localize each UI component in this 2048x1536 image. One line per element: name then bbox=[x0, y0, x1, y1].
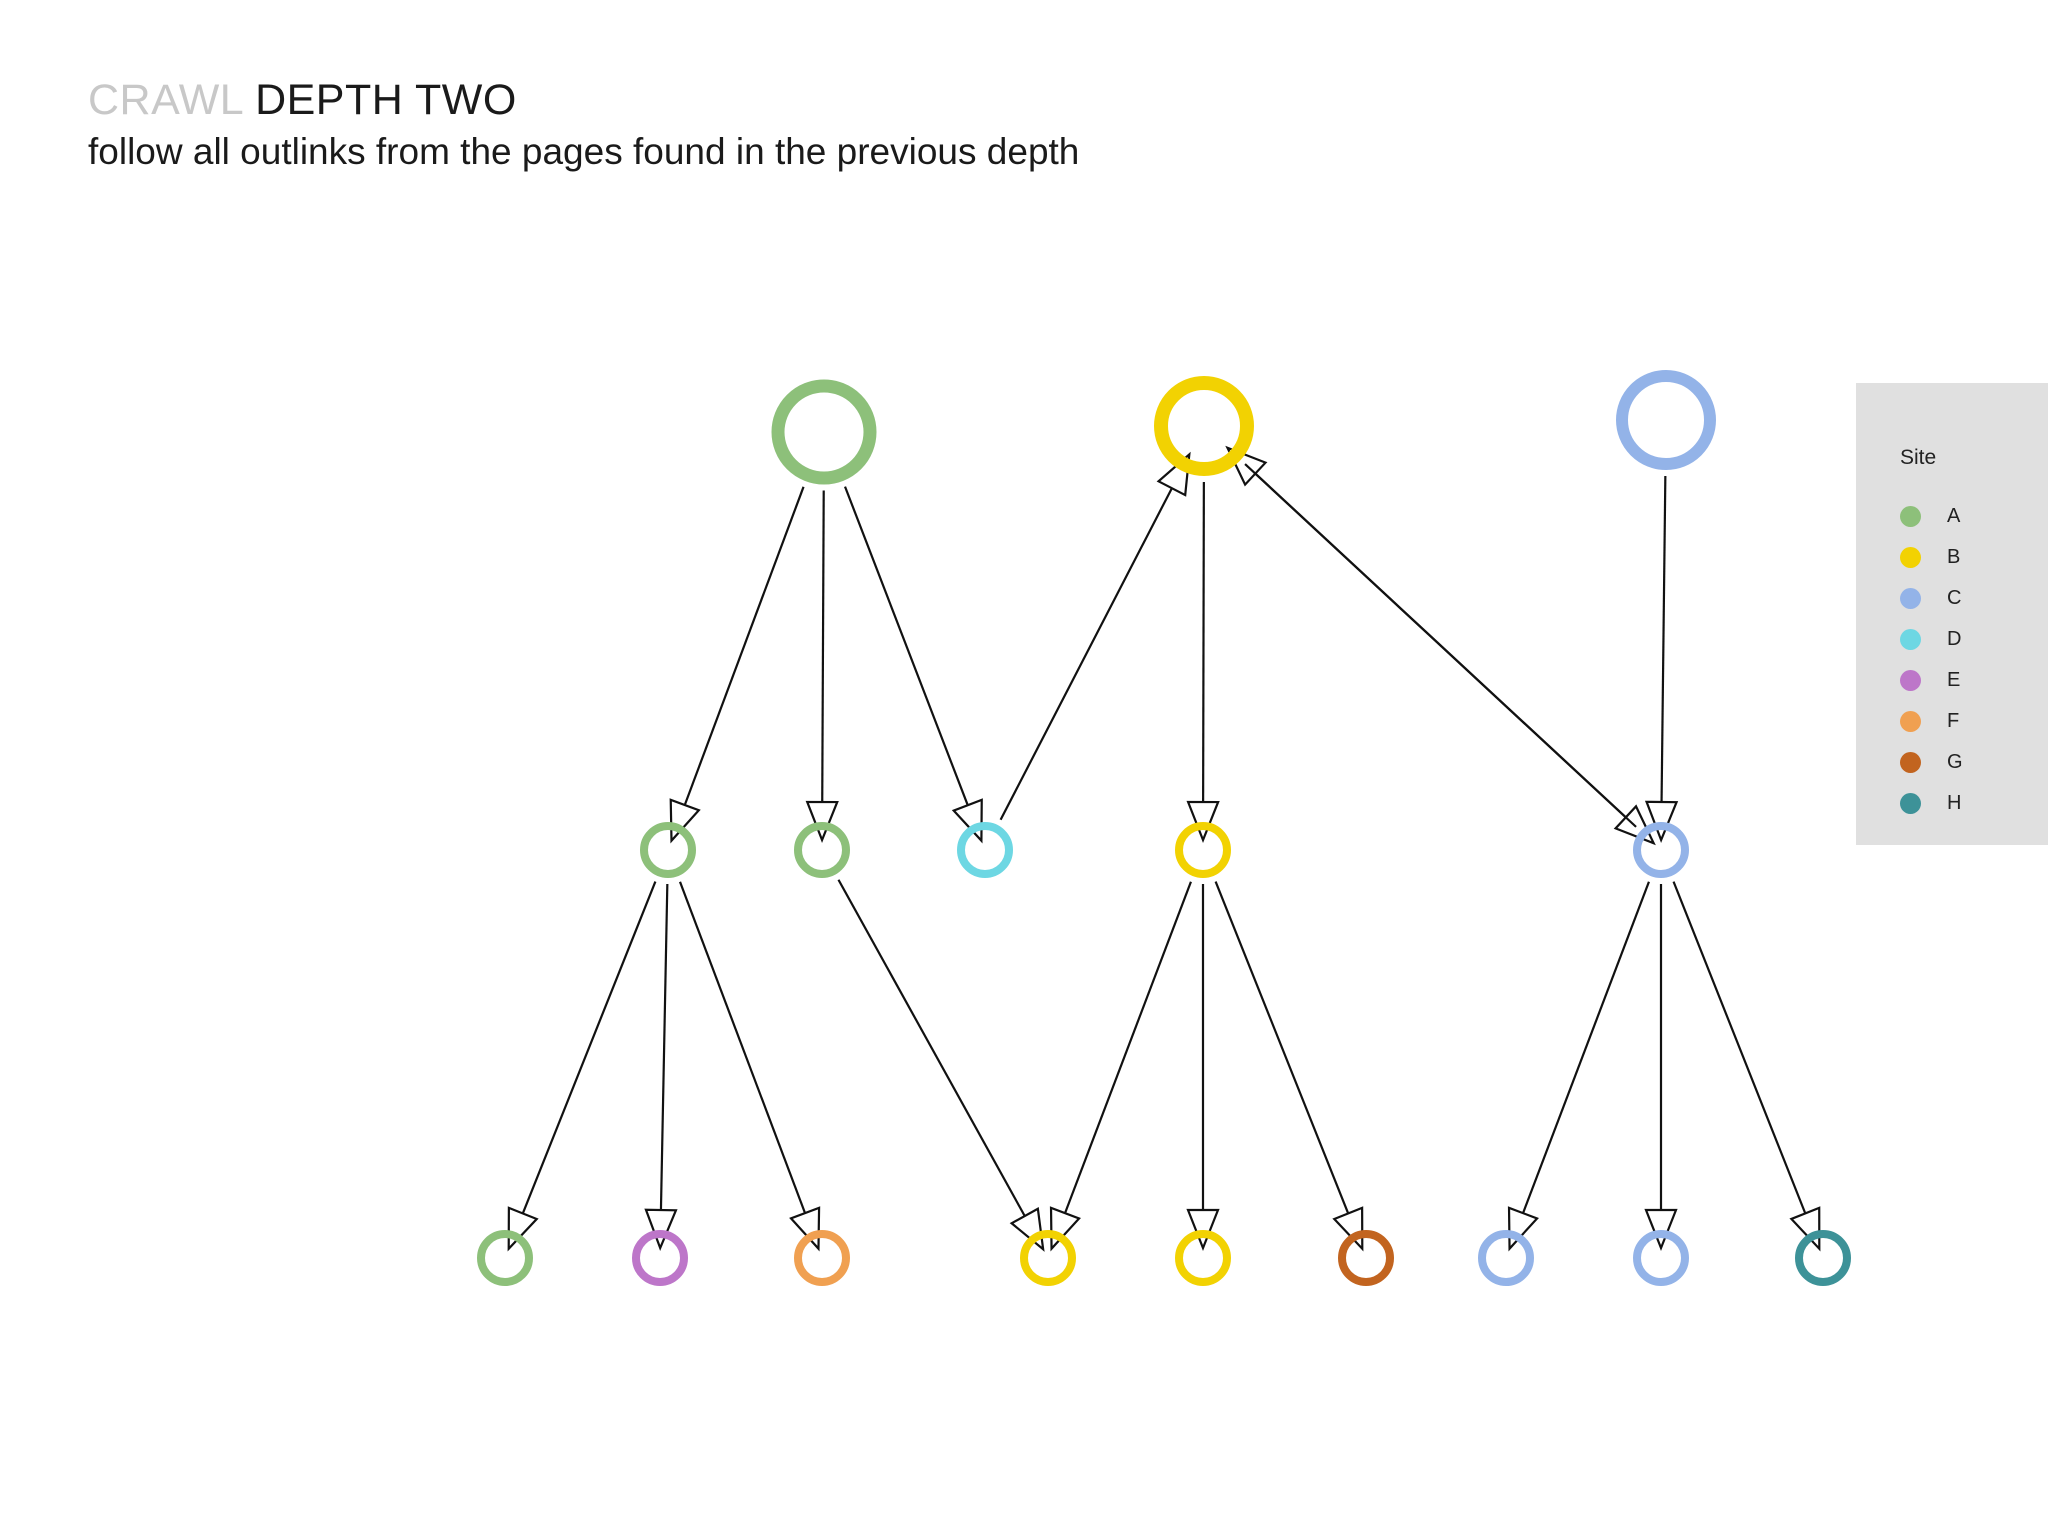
legend-swatch-icon bbox=[1900, 793, 1921, 814]
graph-node-b7-site-c[interactable] bbox=[1478, 1230, 1534, 1286]
legend-item-label: D bbox=[1947, 628, 1962, 650]
arrowhead-icon bbox=[1332, 1206, 1364, 1252]
legend-item-h[interactable]: H bbox=[1900, 783, 1963, 824]
legend-swatch-icon bbox=[1900, 547, 1921, 568]
legend-swatch-icon bbox=[1900, 752, 1921, 773]
legend-swatch-icon bbox=[1900, 588, 1921, 609]
page-subtitle: follow all outlinks from the pages found… bbox=[88, 131, 1080, 172]
legend-item-label: B bbox=[1947, 546, 1961, 568]
arrowhead-icon bbox=[1186, 1208, 1220, 1251]
legend-title: Site bbox=[1900, 446, 1937, 469]
graph-edge bbox=[644, 883, 678, 1251]
graph-edge bbox=[1049, 881, 1192, 1252]
arrowhead-icon bbox=[1009, 1206, 1045, 1252]
legend-item-b[interactable]: B bbox=[1900, 537, 1963, 578]
legend-swatch-icon bbox=[1900, 506, 1921, 527]
arrowhead-icon bbox=[669, 798, 701, 844]
graph-node-m4-site-b[interactable] bbox=[1175, 822, 1231, 878]
arrowhead-icon bbox=[951, 798, 983, 844]
legend-item-label: E bbox=[1947, 669, 1961, 691]
graph-edge bbox=[1225, 445, 1637, 828]
graph-edge bbox=[844, 486, 983, 844]
graph-node-b1-site-a[interactable] bbox=[477, 1230, 533, 1286]
arrowhead-icon bbox=[789, 1206, 821, 1252]
graph-edge bbox=[669, 486, 805, 844]
arrowhead-icon bbox=[1049, 1206, 1081, 1252]
page-title: CRAWL DEPTH TWO bbox=[88, 74, 1588, 126]
graph-edge bbox=[999, 451, 1191, 821]
graph-node-m2-site-a[interactable] bbox=[794, 822, 850, 878]
legend-item-label: F bbox=[1947, 710, 1960, 732]
arrowhead-icon bbox=[1507, 1206, 1539, 1252]
legend-item-g[interactable]: G bbox=[1900, 742, 1963, 783]
graph-edge bbox=[1186, 884, 1220, 1251]
legend-swatch-icon bbox=[1900, 670, 1921, 691]
title-prefix: CRAWL bbox=[88, 76, 243, 124]
graph-node-r3-site-c[interactable] bbox=[1616, 370, 1716, 470]
graph-node-m3-site-d[interactable] bbox=[957, 822, 1013, 878]
arrowhead-icon bbox=[1186, 800, 1220, 843]
arrowhead-icon bbox=[644, 1208, 678, 1251]
page-header: CRAWL DEPTH TWO follow all outlinks from… bbox=[88, 74, 1588, 175]
arrowhead-icon bbox=[1644, 800, 1679, 843]
arrowhead-icon bbox=[1789, 1206, 1821, 1252]
arrowhead-icon bbox=[1644, 1208, 1678, 1251]
arrowhead-icon bbox=[507, 1206, 539, 1252]
graph-edge bbox=[1214, 881, 1364, 1252]
graph-edge bbox=[837, 879, 1045, 1252]
graph-node-m5-site-c[interactable] bbox=[1633, 822, 1689, 878]
legend-item-c[interactable]: C bbox=[1900, 578, 1963, 619]
graph-node-b8-site-c[interactable] bbox=[1633, 1230, 1689, 1286]
legend-item-label: A bbox=[1947, 505, 1961, 527]
graph-node-b2-site-e[interactable] bbox=[632, 1230, 688, 1286]
graph-node-b9-site-h[interactable] bbox=[1795, 1230, 1851, 1286]
edge-layer bbox=[507, 445, 1821, 1252]
graph-edge bbox=[507, 881, 657, 1252]
graph-node-m1-site-a[interactable] bbox=[640, 822, 696, 878]
legend-item-f[interactable]: F bbox=[1900, 701, 1963, 742]
graph-node-r2-site-b[interactable] bbox=[1154, 376, 1254, 476]
graph-edge bbox=[1672, 881, 1821, 1252]
graph-edge bbox=[1507, 881, 1650, 1252]
graph-edge bbox=[1644, 884, 1678, 1251]
legend-item-label: G bbox=[1947, 751, 1963, 773]
legend-item-e[interactable]: E bbox=[1900, 660, 1963, 701]
legend-item-label: C bbox=[1947, 587, 1962, 609]
legend-item-a[interactable]: A bbox=[1900, 496, 1963, 537]
graph-edge bbox=[1186, 481, 1220, 843]
graph-node-b3-site-f[interactable] bbox=[794, 1230, 850, 1286]
legend-swatch-icon bbox=[1900, 711, 1921, 732]
legend-item-d[interactable]: D bbox=[1900, 619, 1963, 660]
graph-node-b5-site-b[interactable] bbox=[1175, 1230, 1231, 1286]
graph-node-b4-site-b[interactable] bbox=[1020, 1230, 1076, 1286]
graph-node-r1-site-a[interactable] bbox=[771, 379, 877, 485]
node-layer bbox=[477, 370, 1851, 1286]
graph-edge bbox=[678, 881, 821, 1252]
graph-edge bbox=[805, 490, 839, 843]
legend-swatch-icon bbox=[1900, 629, 1921, 650]
arrowhead-icon bbox=[1225, 445, 1268, 487]
arrowhead-icon bbox=[1156, 451, 1191, 497]
title-main: DEPTH TWO bbox=[255, 76, 517, 124]
legend-item-label: H bbox=[1947, 792, 1962, 814]
graph-edge bbox=[1644, 475, 1679, 843]
graph-node-b6-site-g[interactable] bbox=[1338, 1230, 1394, 1286]
arrowhead-icon bbox=[805, 800, 839, 843]
